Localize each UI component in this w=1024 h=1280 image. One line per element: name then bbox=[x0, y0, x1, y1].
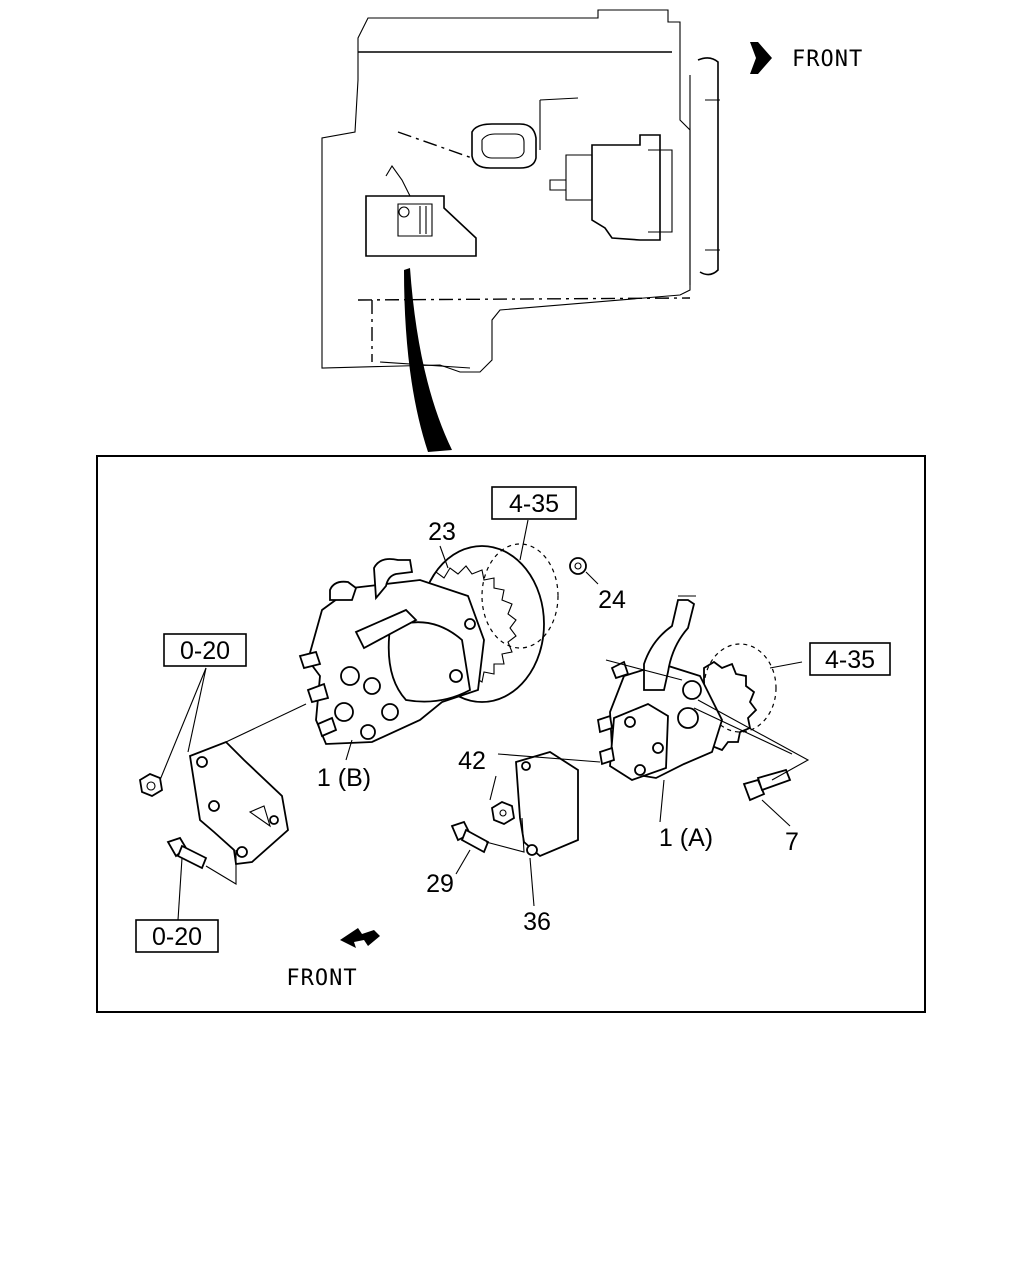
svg-text:4-35: 4-35 bbox=[509, 490, 559, 518]
ref-box-4-35-right[interactable]: 4-35 bbox=[809, 642, 891, 676]
bolt-7[interactable] bbox=[742, 768, 792, 802]
ref-box-4-35-top[interactable]: 4-35 bbox=[491, 486, 577, 520]
svg-text:4-35: 4-35 bbox=[825, 646, 875, 674]
callout-23: 23 bbox=[428, 518, 456, 546]
pump-1a-assembly[interactable] bbox=[596, 595, 777, 781]
callout-24: 24 bbox=[598, 586, 626, 614]
ref-box-0-20-bottom[interactable]: 0-20 bbox=[135, 919, 219, 953]
callout-36: 36 bbox=[523, 908, 551, 936]
svg-text:0-20: 0-20 bbox=[180, 637, 230, 665]
overview-front-label: FRONT bbox=[792, 47, 863, 72]
svg-text:0-20: 0-20 bbox=[152, 923, 202, 951]
callout-7: 7 bbox=[785, 828, 799, 856]
nut-bracket[interactable] bbox=[139, 772, 163, 798]
engine-overview: FRONT bbox=[321, 9, 863, 452]
nut-42[interactable] bbox=[491, 800, 515, 826]
nut-24[interactable] bbox=[569, 557, 587, 575]
callout-29: 29 bbox=[426, 870, 454, 898]
front-arrow-icon bbox=[340, 928, 380, 948]
gasket-ring-right bbox=[703, 643, 777, 733]
detail-front-indicator: FRONT bbox=[286, 928, 380, 991]
gasket-ring-left bbox=[481, 543, 559, 649]
overview-front-indicator: FRONT bbox=[750, 42, 863, 74]
pump-1b-assembly[interactable] bbox=[298, 543, 559, 745]
callout-1b: 1 (B) bbox=[317, 764, 371, 792]
bracket-36[interactable] bbox=[515, 751, 579, 858]
bolt-bracket[interactable] bbox=[166, 836, 208, 870]
ref-box-0-20-top[interactable]: 0-20 bbox=[163, 633, 247, 667]
front-arrow-icon bbox=[750, 42, 772, 74]
detail-leader-wedge bbox=[404, 268, 452, 452]
bracket-left[interactable] bbox=[188, 740, 289, 866]
detail-front-label: FRONT bbox=[286, 966, 357, 991]
pump-location-marker bbox=[365, 164, 477, 257]
callout-1a: 1 (A) bbox=[659, 824, 713, 852]
detail-frame bbox=[96, 455, 926, 1013]
callout-42: 42 bbox=[458, 747, 486, 775]
bolt-29[interactable] bbox=[450, 820, 490, 854]
